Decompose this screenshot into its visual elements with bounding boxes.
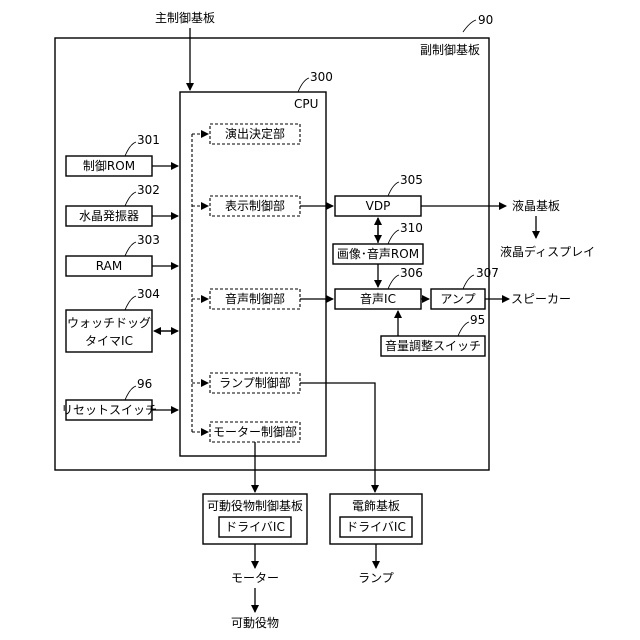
cpu-label: CPU bbox=[294, 97, 318, 111]
volume-switch-label: 音量調整スイッチ bbox=[385, 338, 481, 353]
driver-ic-1-label: ドライバIC bbox=[225, 520, 285, 534]
sub-board-ref-leader bbox=[463, 20, 476, 32]
ram-label: RAM bbox=[96, 259, 122, 273]
effect-decision-label: 演出決定部 bbox=[225, 126, 285, 141]
ram-ref: 303 bbox=[137, 233, 160, 247]
sound-ic-ref: 306 bbox=[400, 266, 423, 280]
motor-control-label: モーター制御部 bbox=[213, 424, 297, 439]
cpu-box bbox=[180, 92, 326, 456]
watchdog-line2: タイマIC bbox=[85, 334, 133, 348]
sub-board-ref: 90 bbox=[478, 13, 493, 27]
sound-control-label: 音声制御部 bbox=[225, 291, 285, 306]
movable-part-label: 可動役物 bbox=[231, 615, 279, 630]
lcd-board-label: 液晶基板 bbox=[512, 198, 560, 213]
reset-switch-ref: 96 bbox=[137, 377, 152, 391]
vdp-ref: 305 bbox=[400, 173, 423, 187]
display-control-label: 表示制御部 bbox=[225, 198, 285, 213]
lcd-display-label: 液晶ディスプレイ bbox=[500, 244, 595, 259]
lamp-control-label: ランプ制御部 bbox=[219, 375, 291, 390]
decor-board-label: 電飾基板 bbox=[352, 499, 400, 513]
watchdog-ref: 304 bbox=[137, 287, 160, 301]
motor-label: モーター bbox=[231, 571, 279, 585]
movable-board-label: 可動役物制御基板 bbox=[207, 498, 303, 513]
image-sound-rom-label: 画像･音声ROM bbox=[337, 246, 419, 261]
reset-switch-label: リセットスイッチ bbox=[61, 403, 157, 417]
volume-switch-ref: 95 bbox=[470, 313, 485, 327]
main-control-board-label: 主制御基板 bbox=[155, 10, 215, 25]
crystal-oscillator-label: 水晶発振器 bbox=[79, 209, 139, 223]
amp-ref: 307 bbox=[476, 266, 499, 280]
cpu-ref: 300 bbox=[310, 70, 333, 84]
sub-control-board-label: 副制御基板 bbox=[420, 42, 480, 57]
lamp-label: ランプ bbox=[358, 571, 394, 585]
control-rom-label: 制御ROM bbox=[83, 158, 135, 173]
speaker-label: スピーカー bbox=[511, 292, 571, 306]
crystal-ref: 302 bbox=[137, 183, 160, 197]
watchdog-line1: ウォッチドッグ bbox=[67, 316, 151, 330]
driver-ic-2-label: ドライバIC bbox=[346, 520, 406, 534]
sound-ic-label: 音声IC bbox=[360, 291, 396, 306]
control-rom-ref: 301 bbox=[137, 133, 160, 147]
image-sound-rom-ref: 310 bbox=[400, 221, 423, 235]
vdp-label: VDP bbox=[366, 199, 391, 213]
amp-label: アンプ bbox=[440, 292, 475, 306]
